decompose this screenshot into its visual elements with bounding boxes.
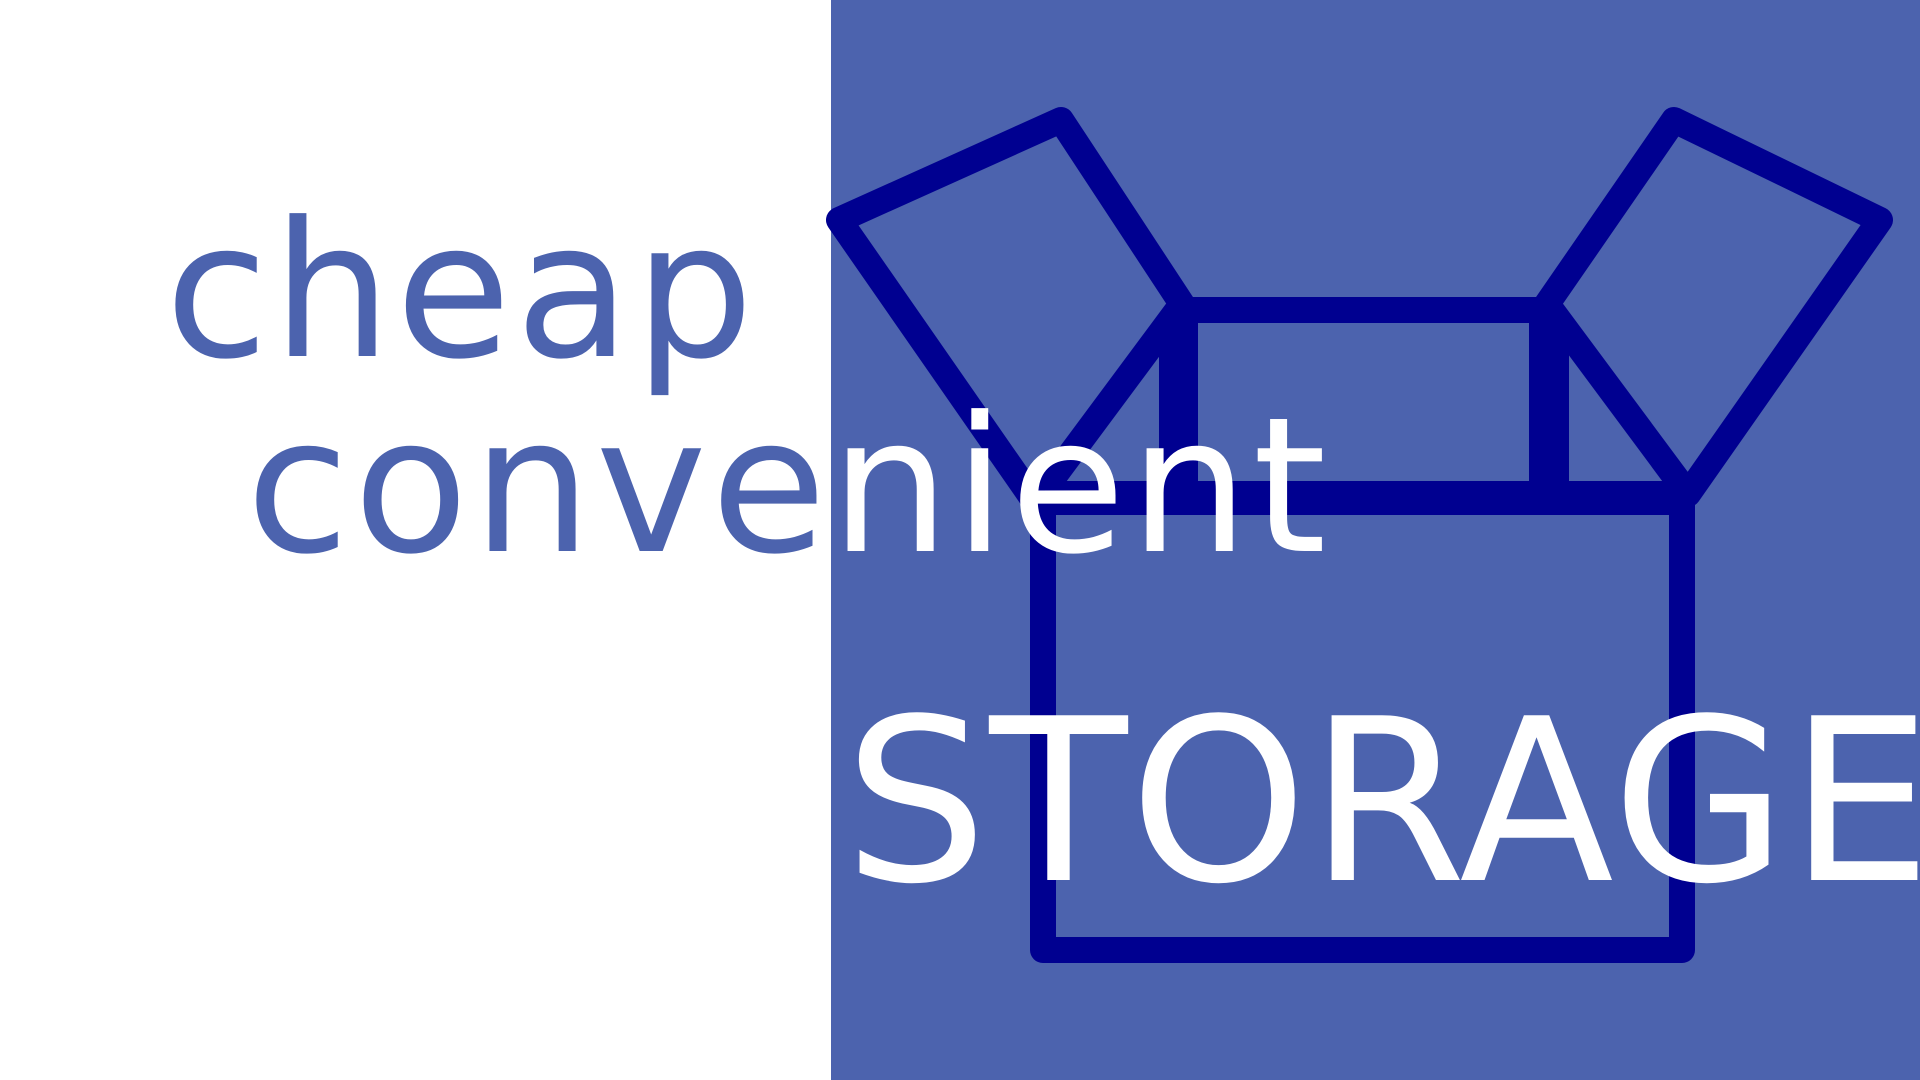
word-cheap: cheap: [165, 182, 758, 401]
word-storage: STORAGE: [844, 671, 1920, 934]
word-convenient: convenient: [246, 377, 1331, 596]
blue-background-panel: [831, 0, 1920, 1080]
